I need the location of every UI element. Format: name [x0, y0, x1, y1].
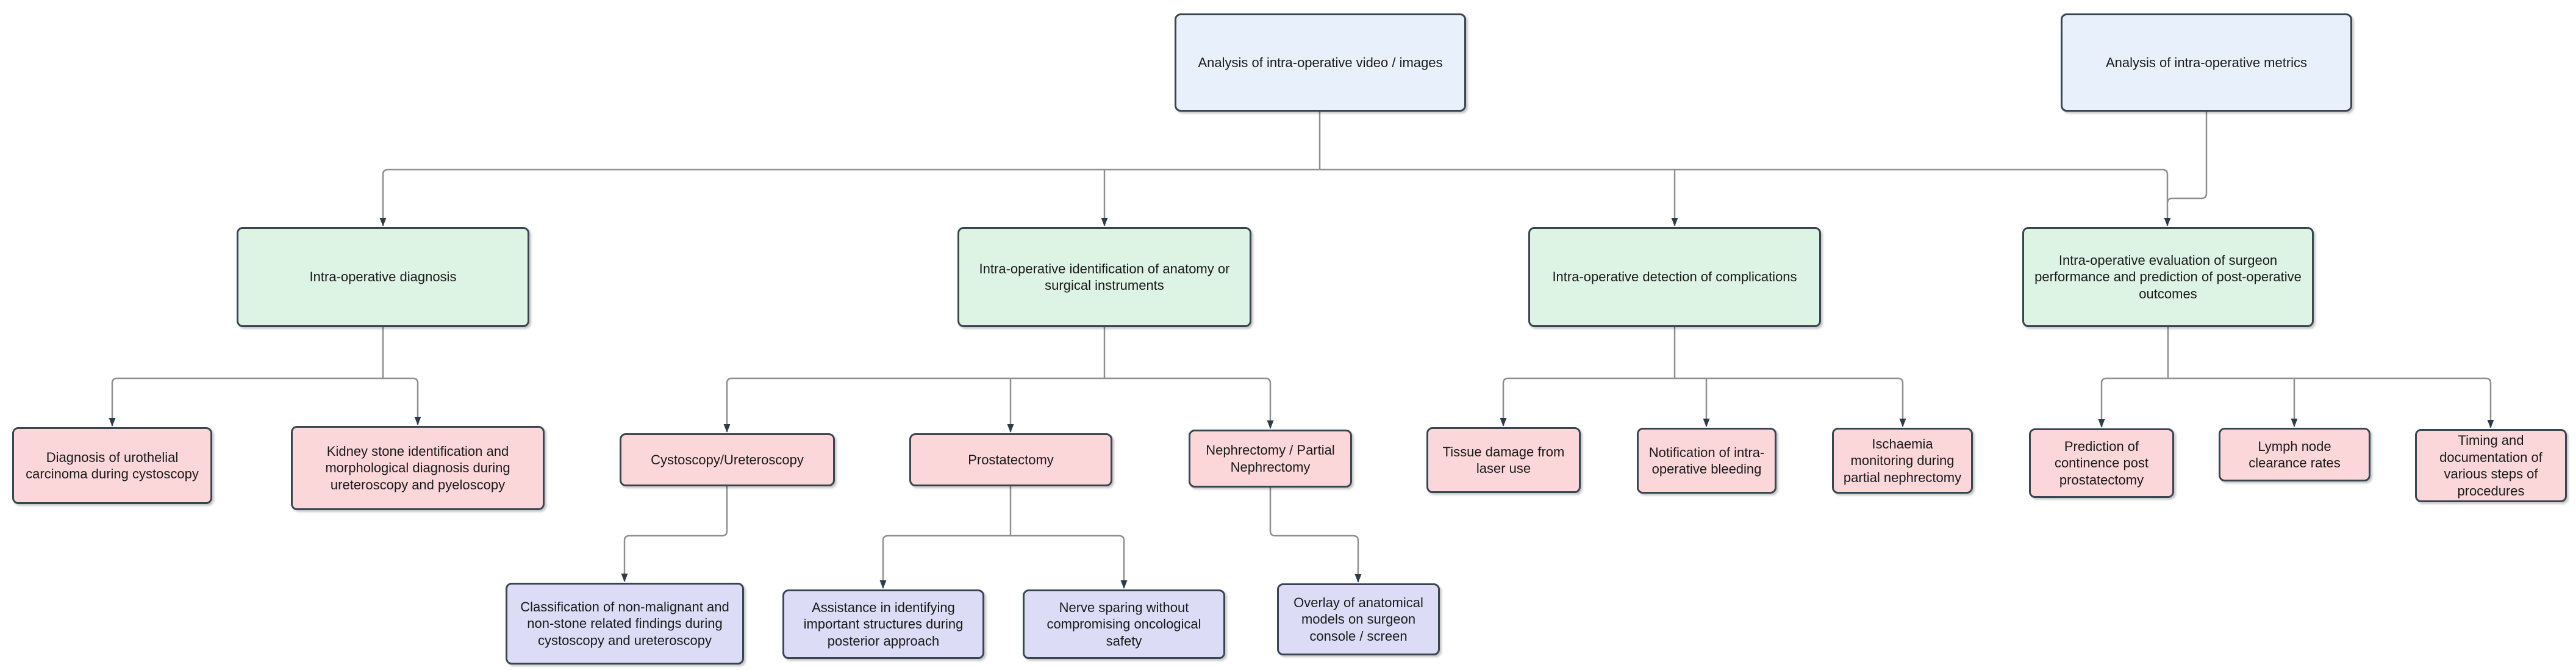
node-intraop-complications: Intra-operative detection of complicatio…: [1528, 227, 1821, 327]
node-intraop-diagnosis: Intra-operative diagnosis: [237, 227, 529, 327]
node-timing-documentation: Timing and documentation of various step…: [2415, 429, 2567, 502]
node-analysis-metrics: Analysis of intra-operative metrics: [2061, 13, 2352, 112]
edge-nephrectomy-to-overlay: [1269, 488, 1362, 583]
edge-identification-rail: [726, 377, 1272, 384]
node-assistance-structures: Assistance in identifying important stru…: [782, 589, 984, 659]
node-ischaemia-monitoring: Ischaemia monitoring during partial neph…: [1832, 428, 1973, 494]
node-lymph-node-clearance: Lymph node clearance rates: [2219, 428, 2370, 481]
edge-diagnosis-rail: [111, 377, 419, 384]
node-nephrectomy: Nephrectomy / Partial Nephrectomy: [1189, 430, 1352, 488]
node-classification-findings: Classification of non-malignant and non-…: [506, 583, 744, 665]
node-urothelial-carcinoma: Diagnosis of urothelial carcinoma during…: [12, 427, 212, 504]
node-bleeding-notification: Notification of intra-operative bleeding: [1637, 428, 1776, 494]
node-continence-prediction: Prediction of continence post prostatect…: [2029, 428, 2174, 498]
edge-complications-rail: [1502, 377, 1904, 384]
node-cystoscopy-ureteroscopy: Cystoscopy/Ureteroscopy: [620, 433, 835, 486]
edge-metrics-join: [2166, 112, 2208, 204]
node-intraop-identification: Intra-operative identification of anatom…: [957, 227, 1251, 327]
node-kidney-stone: Kidney stone identification and morpholo…: [291, 426, 545, 510]
edge-prostatectomy-rail: [882, 535, 1125, 541]
node-nerve-sparing: Nerve sparing without compromising oncol…: [1023, 589, 1225, 659]
node-analysis-video-images: Analysis of intra-operative video / imag…: [1175, 13, 1466, 112]
edge-cysto-to-classification: [621, 486, 728, 582]
node-intraop-evaluation: Intra-operative evaluation of surgeon pe…: [2022, 227, 2314, 327]
edge-level1-rail: [382, 168, 2169, 175]
edge-evaluation-rail: [2100, 377, 2492, 384]
node-anatomical-overlay: Overlay of anatomical models on surgeon …: [1277, 583, 1440, 655]
node-prostatectomy: Prostatectomy: [909, 433, 1112, 486]
node-tissue-damage: Tissue damage from laser use: [1426, 427, 1581, 493]
